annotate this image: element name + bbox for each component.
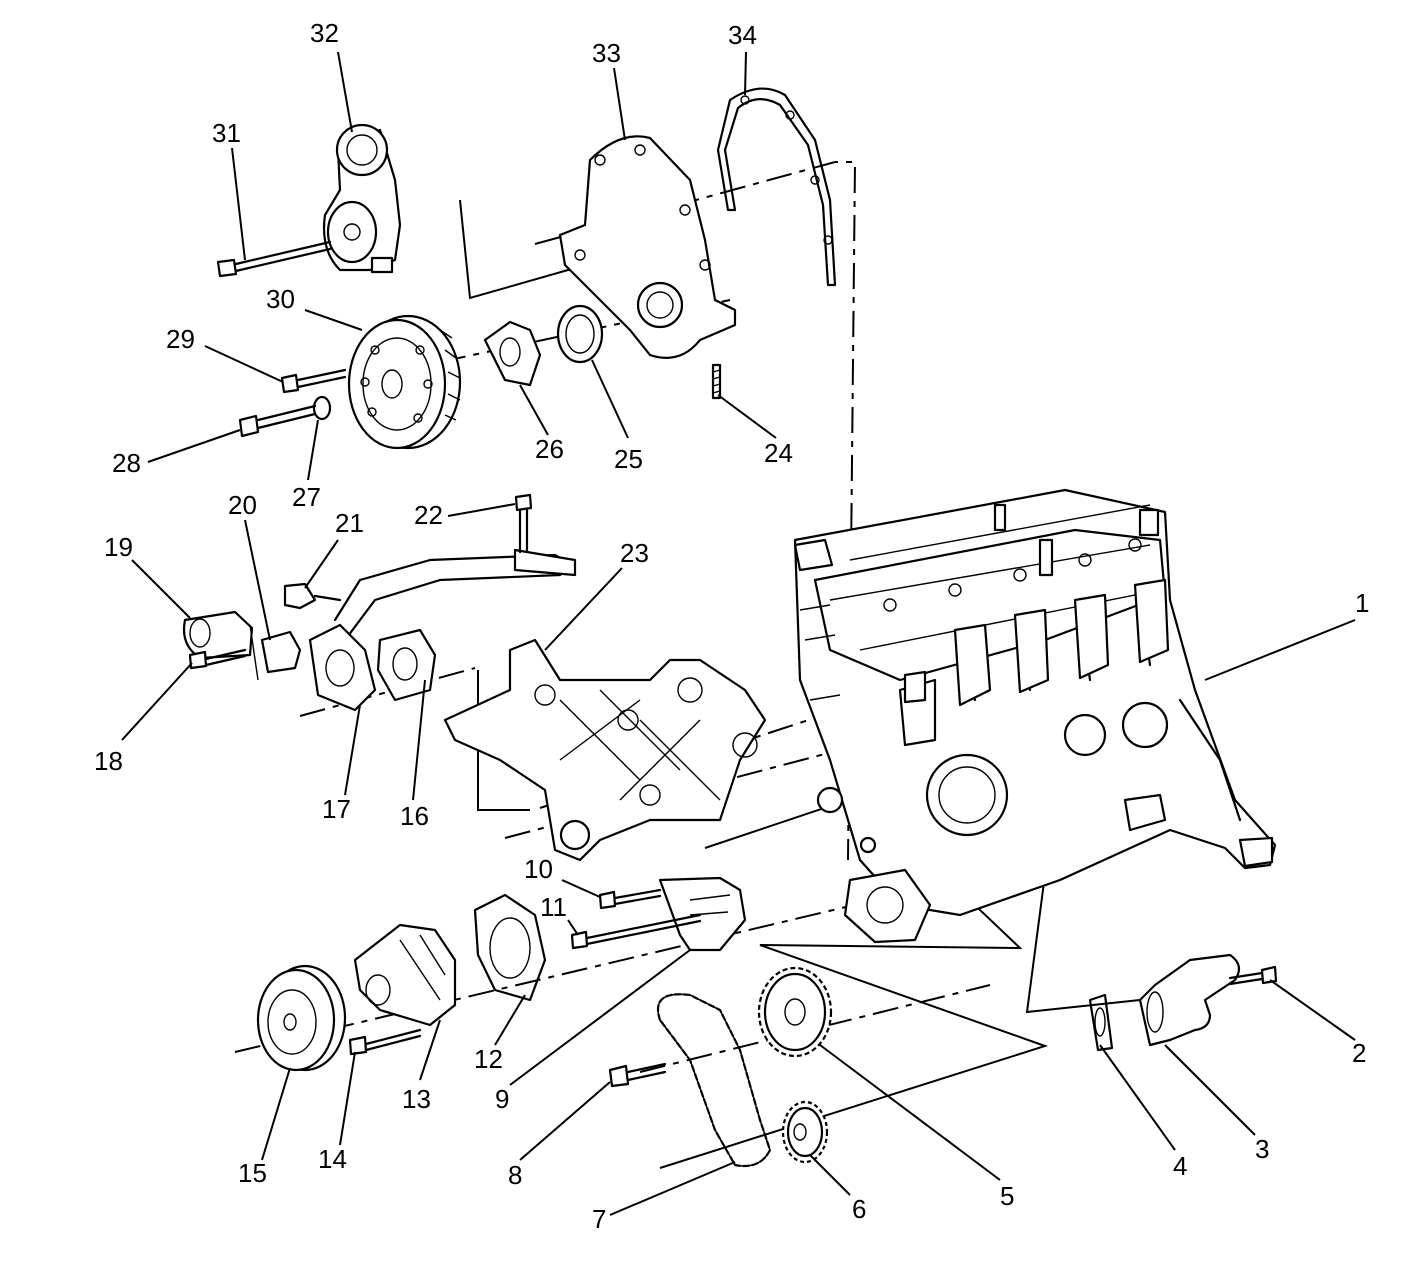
pipe-bolt (514, 493, 533, 554)
callout-28: 28 (112, 448, 141, 478)
callout-31: 31 (212, 118, 241, 148)
thermostat (249, 624, 302, 681)
tensioner-bolt-lower (570, 913, 702, 950)
front-cover-gasket (716, 87, 837, 287)
crankshaft-hub (483, 320, 542, 387)
crankshaft-sprocket (781, 1100, 829, 1164)
water-pump (353, 923, 457, 1027)
callout-12: 12 (474, 1044, 503, 1074)
callout-33: 33 (592, 38, 621, 68)
engine-block (793, 488, 1277, 944)
sprocket-bolt (608, 1062, 667, 1088)
front-cover (558, 135, 737, 359)
water-crossover-pipe (333, 548, 577, 642)
callout-labels: 1 2 3 4 5 6 7 8 9 10 11 12 13 14 15 16 1… (94, 18, 1369, 1234)
oil-seal (556, 304, 604, 364)
temperature-sensor (283, 582, 342, 610)
callout-6: 6 (852, 1194, 866, 1224)
callout-15: 15 (238, 1158, 267, 1188)
callout-1: 1 (1355, 588, 1369, 618)
water-pump-gasket (473, 893, 547, 1002)
callout-24: 24 (764, 438, 793, 468)
callout-22: 22 (414, 500, 443, 530)
water-outlet-gasket (376, 628, 437, 702)
tensioner-bolt-upper (598, 888, 662, 910)
callout-5: 5 (1000, 1181, 1014, 1211)
accessory-bracket (443, 638, 767, 862)
water-inlet-gasket (1088, 993, 1114, 1052)
callout-7: 7 (592, 1204, 606, 1234)
tensioner-bolt (216, 240, 332, 278)
callout-19: 19 (104, 532, 133, 562)
crankshaft-pulley (347, 314, 462, 450)
thermostat-housing (308, 623, 377, 712)
callout-8: 8 (508, 1160, 522, 1190)
callout-34: 34 (728, 20, 757, 50)
callout-30: 30 (266, 284, 295, 314)
callout-25: 25 (614, 444, 643, 474)
callout-26: 26 (535, 434, 564, 464)
pulley-bolt-small (280, 368, 347, 394)
water-pump-bolt (348, 1028, 422, 1056)
callout-18: 18 (94, 746, 123, 776)
callout-21: 21 (335, 508, 364, 538)
callout-32: 32 (310, 18, 339, 48)
water-pump-pulley (256, 964, 347, 1072)
stud (711, 363, 722, 400)
callout-11: 11 (540, 892, 567, 922)
chain-tensioner (658, 876, 747, 952)
outlet-bolt (188, 648, 247, 670)
callout-29: 29 (166, 324, 195, 354)
belt-tensioner (322, 123, 402, 274)
callout-10: 10 (524, 854, 553, 884)
callout-23: 23 (620, 538, 649, 568)
callout-27: 27 (292, 482, 321, 512)
callout-17: 17 (322, 794, 351, 824)
callout-20: 20 (228, 490, 257, 520)
pulley-bolt (238, 404, 317, 438)
callout-3: 3 (1255, 1134, 1269, 1164)
inlet-bolt (1228, 965, 1278, 986)
water-inlet (1138, 953, 1241, 1047)
callout-14: 14 (318, 1144, 347, 1174)
camshaft-sprocket (757, 966, 833, 1058)
callout-2: 2 (1352, 1038, 1366, 1068)
callout-16: 16 (400, 801, 429, 831)
callout-9: 9 (495, 1084, 509, 1114)
callout-4: 4 (1173, 1151, 1187, 1181)
leader-lines (121, 51, 1356, 1216)
washer (312, 395, 332, 421)
timing-chain (657, 993, 772, 1168)
callout-13: 13 (402, 1084, 431, 1114)
